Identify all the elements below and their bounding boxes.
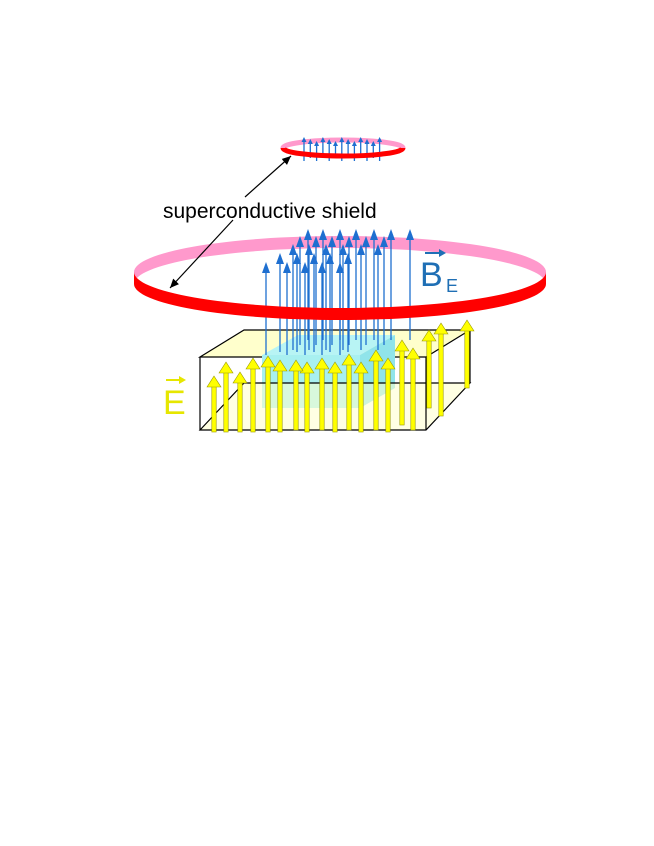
small-flux-arrow [377,137,383,161]
e-field-arrow [288,359,304,431]
e-field-arrow [272,359,288,433]
e-field-arrow [245,357,261,433]
e-field-arrow [341,353,357,431]
shield-pointer [169,155,292,289]
b-flux-arrow [362,236,370,345]
b-flux-arrow [305,244,313,350]
b-flux-arrow [374,244,382,350]
inner-box-top [262,335,395,355]
shield-label: superconductive shield [163,200,377,223]
b-flux-arrow [387,229,395,340]
small-flux-arrow [314,141,320,161]
e-vector-overbar-icon [166,376,186,384]
e-field-label: E [163,376,186,422]
b-field-subscript: E [446,276,458,296]
e-field-arrow [218,361,234,433]
b-flux-arrow [322,244,330,350]
e-field-arrows [206,319,475,433]
pointer-to-small-ring [244,155,292,198]
small-flux-arrow [364,139,370,161]
e-field-letter: E [163,384,186,422]
e-field-arrow [459,319,475,389]
b-flux-arrow [319,229,327,340]
e-field-arrow [314,357,330,431]
b-field-letter: B [420,256,443,294]
e-field-arrow [327,361,343,433]
b-vector-overbar-icon [425,249,446,257]
b-flux-arrow [312,236,320,345]
e-field-arrow [232,371,248,433]
b-flux-arrow [352,229,360,340]
small-shield-ring [280,137,406,161]
large-shield-ring-front [134,272,546,320]
b-flux-arrow [380,236,388,345]
small-flux-arrow [301,137,307,161]
e-field-arrow [405,347,421,431]
e-field-arrow [206,375,222,433]
e-field-arrow [421,329,437,409]
b-flux-arrow [345,236,353,345]
small-ring-front [280,146,406,159]
pointer-to-large-ring [169,219,234,289]
b-flux-arrow [370,229,378,340]
e-field-arrow [260,355,276,433]
e-field-arrow [353,361,369,433]
e-field-arrow [380,357,396,433]
b-flux-arrow [357,244,365,350]
b-flux-arrow [289,244,297,350]
e-field-arrow [394,339,410,426]
e-field-arrow [433,322,449,417]
e-field-arrow [368,349,384,431]
b-flux-arrow [406,229,414,340]
b-flux-arrow [328,236,336,345]
e-field-arrow [299,361,315,433]
b-flux-arrow [304,229,312,340]
b-field-label: B E [420,249,458,296]
large-shield-ring-back [134,236,546,284]
